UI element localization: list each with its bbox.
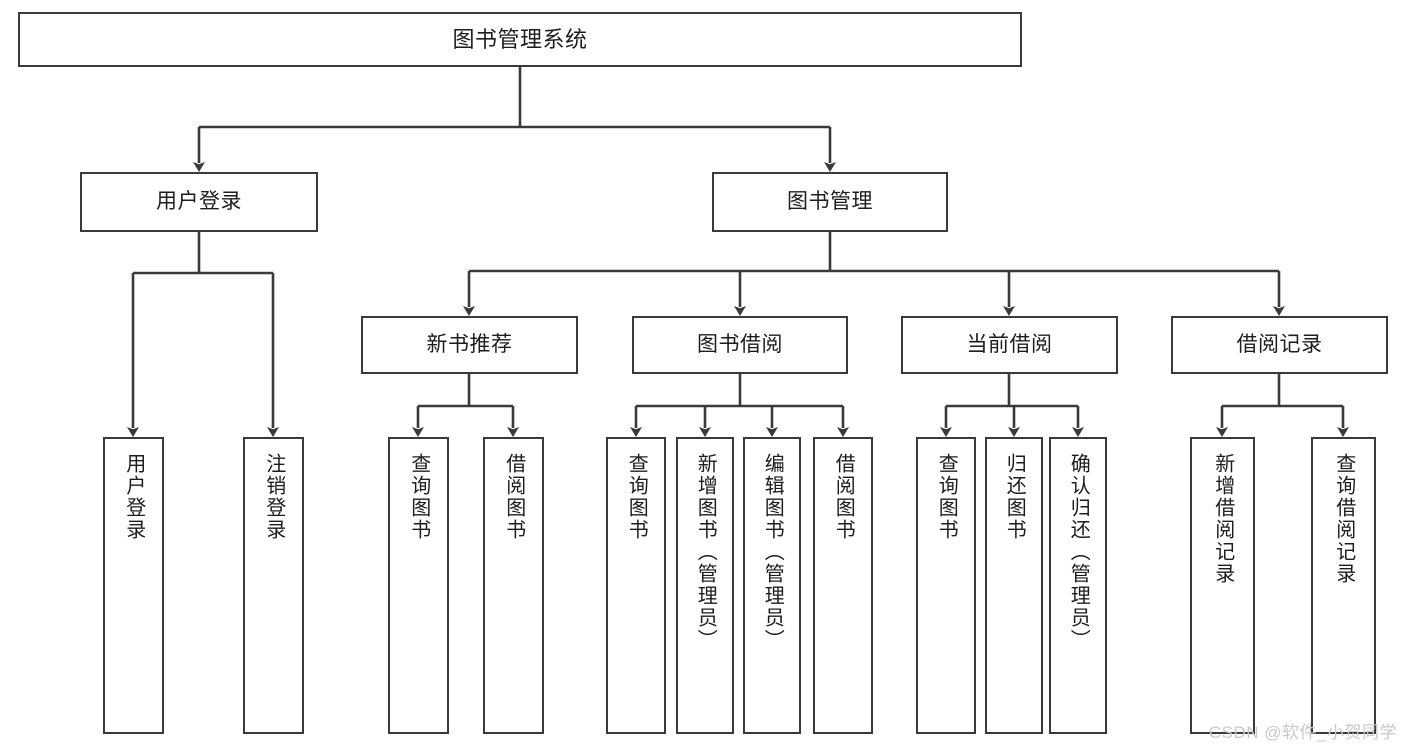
- leaf-new-book-query[interactable]: 查询图书: [388, 437, 449, 734]
- node-new-book-recommend[interactable]: 新书推荐: [361, 316, 578, 374]
- node-label: 确认归还（管理员）: [1067, 453, 1090, 651]
- node-label: 借阅图书: [832, 453, 855, 541]
- node-label: 图书管理系统: [452, 26, 588, 52]
- leaf-current-borrow-return[interactable]: 归还图书: [985, 437, 1043, 734]
- leaf-current-borrow-query[interactable]: 查询图书: [916, 437, 976, 734]
- leaf-borrow-record-add[interactable]: 新增借阅记录: [1190, 437, 1255, 734]
- node-label: 用户登录: [122, 453, 145, 541]
- node-label: 用户登录: [156, 189, 242, 213]
- node-label: 图书管理: [787, 189, 873, 213]
- node-label: 查询图书: [407, 453, 430, 541]
- node-label: 新增图书（管理员）: [694, 453, 717, 651]
- node-book-borrow[interactable]: 图书借阅: [632, 316, 848, 374]
- node-label: 新书推荐: [426, 332, 513, 356]
- node-label: 借阅图书: [502, 453, 525, 541]
- node-label: 查询图书: [935, 453, 958, 541]
- leaf-user-login-login[interactable]: 用户登录: [103, 437, 164, 734]
- leaf-current-borrow-confirm[interactable]: 确认归还（管理员）: [1049, 437, 1107, 734]
- node-borrow-record[interactable]: 借阅记录: [1171, 316, 1388, 374]
- leaf-book-borrow-edit[interactable]: 编辑图书（管理员）: [743, 437, 801, 734]
- leaf-new-book-borrow[interactable]: 借阅图书: [483, 437, 544, 734]
- node-label: 新增借阅记录: [1211, 453, 1234, 585]
- node-user-login[interactable]: 用户登录: [80, 172, 318, 232]
- node-label: 借阅记录: [1236, 332, 1323, 356]
- node-current-borrow[interactable]: 当前借阅: [901, 316, 1118, 374]
- leaf-borrow-record-query[interactable]: 查询借阅记录: [1311, 437, 1376, 734]
- node-label: 编辑图书（管理员）: [761, 453, 784, 651]
- node-label: 图书借阅: [697, 332, 783, 356]
- watermark-text: CSDN @软件_小贺同学: [1208, 723, 1397, 742]
- leaf-book-borrow-borrow[interactable]: 借阅图书: [813, 437, 873, 734]
- leaf-book-borrow-query[interactable]: 查询图书: [606, 437, 666, 734]
- node-label: 查询借阅记录: [1332, 453, 1355, 585]
- node-label: 注销登录: [262, 453, 285, 541]
- leaf-user-login-logout[interactable]: 注销登录: [243, 437, 304, 734]
- node-label: 当前借阅: [966, 332, 1053, 356]
- leaf-book-borrow-add[interactable]: 新增图书（管理员）: [676, 437, 734, 734]
- node-book-management[interactable]: 图书管理: [712, 172, 948, 232]
- node-root-system[interactable]: 图书管理系统: [18, 12, 1022, 67]
- node-label: 查询图书: [625, 453, 648, 541]
- node-label: 归还图书: [1003, 453, 1026, 541]
